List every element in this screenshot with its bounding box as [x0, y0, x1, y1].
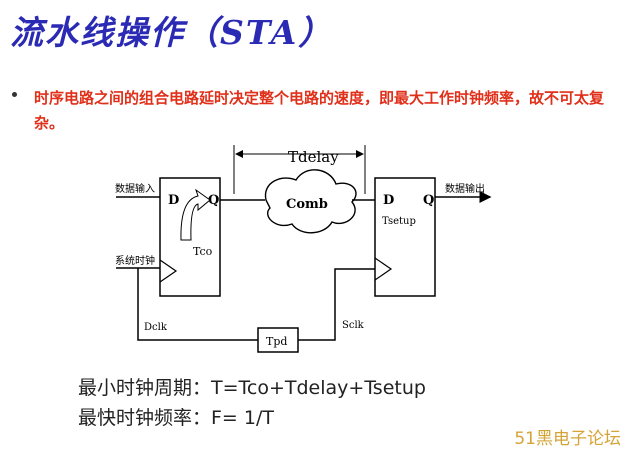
comb-logic-cloud	[264, 169, 357, 234]
tsetup-label: Tsetup	[382, 216, 416, 227]
data-output-label: 数据输出	[445, 182, 485, 195]
timing-diagram: Tdelay D Q Tco 数据输入 系统时钟 Comb D Q Tsetup…	[115, 145, 492, 353]
clock-edge-triangle-2	[374, 257, 393, 281]
tpd-label: Tpd	[266, 335, 287, 348]
dclk-label: Dclk	[144, 322, 168, 333]
min-period-formula: 最小时钟周期：T=Tco+Tdelay+Tsetup	[78, 377, 426, 399]
flip-flop-2	[374, 177, 436, 297]
clock-feed-wire	[137, 268, 258, 341]
bullet-text: 时序电路之间的组合电路延时决定整个电路的速度，即最大工作时钟频率，故不可太复杂。	[34, 89, 605, 132]
skewed-clock-wire	[298, 268, 375, 341]
clock-edge-triangle-1	[159, 259, 178, 283]
tco-curved-arrow	[180, 188, 211, 241]
tco-label: Tco	[193, 245, 213, 258]
tdelay-label: Tdelay	[288, 148, 339, 166]
data-input-label: 数据输入	[115, 182, 155, 195]
ff2-d-label: D	[383, 193, 394, 208]
tpd-box	[257, 327, 299, 353]
page-title: 流水线操作（STA）	[10, 13, 334, 52]
ff1-d-label: D	[168, 193, 179, 208]
ff2-q-label: Q	[423, 193, 434, 208]
ff1-q-label: Q	[208, 193, 219, 208]
max-frequency-formula: 最快时钟频率：F= 1/T	[78, 407, 274, 429]
watermark: 51黑电子论坛	[514, 429, 621, 449]
sclk-label: Sclk	[342, 320, 365, 331]
system-clock-label: 系统时钟	[115, 254, 155, 267]
bullet-marker	[12, 92, 17, 97]
comb-label: Comb	[286, 197, 328, 212]
